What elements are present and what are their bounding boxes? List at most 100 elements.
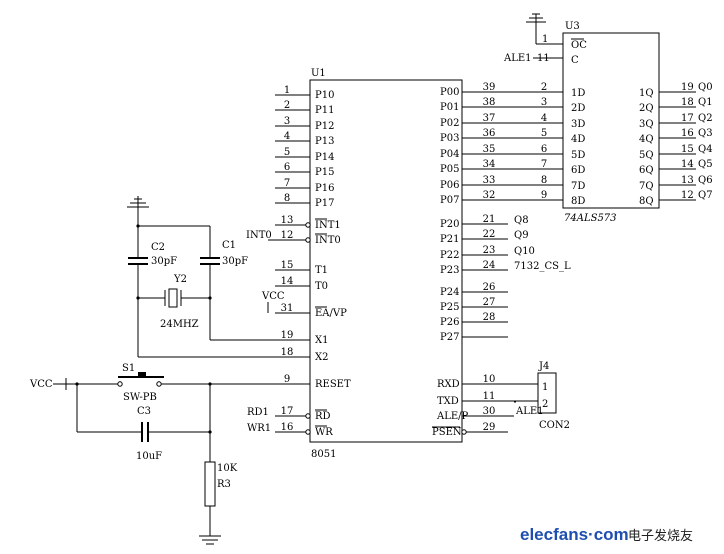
u3-pin-name: 1Q — [639, 88, 654, 99]
u1-pin-name: INT0 — [315, 235, 341, 246]
u3-pin-number: 5 — [541, 128, 547, 139]
u3-q-net: Q2 — [698, 113, 713, 124]
u1-pin-number: 9 — [284, 374, 290, 385]
u1-pin-name: P06 — [440, 180, 459, 191]
u1-pin-number: 1 — [284, 85, 290, 96]
c2-value: 30pF — [151, 256, 177, 267]
u1-pin-name: P13 — [315, 136, 334, 147]
u3-oc-ground: ALE1 — [503, 13, 563, 64]
u1-pin-number: 21 — [483, 214, 496, 225]
u3-pin-number: 8 — [541, 175, 547, 186]
u1-pin-name: P00 — [440, 87, 459, 98]
u1-pin-name: RESET — [315, 379, 351, 390]
u1-pin-number: 26 — [483, 282, 496, 293]
u3-pin-name: 8Q — [639, 196, 654, 207]
wr1-net-label: WR1 — [247, 423, 271, 434]
y2-value: 24MHZ — [160, 319, 199, 330]
u1-pin-number: 7 — [284, 178, 290, 189]
s1-ref: S1 — [122, 363, 135, 374]
u3-q-net: Q0 — [698, 82, 713, 93]
j4-connector: J4 1 2 CON2 ALE1 — [514, 361, 570, 431]
u3-q-net: Q5 — [698, 159, 713, 170]
u1-pin-name: P02 — [440, 118, 459, 129]
j4-body — [537, 372, 557, 414]
s1-value: SW-PB — [123, 392, 157, 403]
u1-pin-number: 16 — [281, 422, 294, 433]
u3-pin-number: 3 — [541, 97, 547, 108]
u1-pin-number: 2 — [284, 100, 290, 111]
u1-pin-name: P04 — [440, 149, 459, 160]
u1-pin-number: 3 — [284, 116, 290, 127]
u3-part: 74ALS573 — [564, 213, 617, 224]
u1-pin-name: EA/VP — [315, 308, 347, 319]
u1-pin-number: 8 — [284, 193, 290, 204]
u1-pin-number: 35 — [483, 144, 496, 155]
u3-pin-name: 3Q — [639, 119, 654, 130]
u1-pin-number: 14 — [281, 276, 294, 287]
u1-pin-number: 22 — [483, 229, 496, 240]
u3-body — [562, 32, 660, 209]
u1-pin-number: 15 — [281, 260, 294, 271]
u1-pin-name: P15 — [315, 167, 334, 178]
u3-pin-number: 17 — [681, 113, 694, 124]
u3-pin-number: 16 — [681, 128, 694, 139]
oscillator-circuit: C2 30pF C1 30pF Y2 24MHZ — [127, 196, 275, 358]
c3-ref: C3 — [137, 406, 151, 417]
u1-pin-number: 30 — [483, 406, 496, 417]
u1-pin-name: WR — [315, 427, 333, 438]
u3-pin-number: 18 — [681, 97, 694, 108]
u1-pin-name: TXD — [437, 396, 459, 407]
u1-pin-number: 19 — [281, 330, 294, 341]
y2-ref: Y2 — [173, 274, 187, 285]
u3-pin-number: 12 — [681, 190, 694, 201]
u3-pin-name: OC — [571, 40, 587, 51]
u1-pin-bubble — [305, 237, 311, 243]
u3-pin-number: 6 — [541, 144, 547, 155]
u3-pin-name: 6Q — [639, 165, 654, 176]
u3-pin-name: 5Q — [639, 150, 654, 161]
left-net-labels: INT0 VCC RD1 WR1 — [246, 230, 285, 434]
u1-pin-number: 6 — [284, 162, 290, 173]
vcc-ea-label: VCC — [261, 291, 285, 302]
u1-pin-number: 34 — [483, 159, 496, 170]
u3-q-net: Q7 — [698, 190, 713, 201]
u3-q-net: Q3 — [698, 128, 713, 139]
u1-pin-name: T1 — [315, 265, 328, 276]
watermark-logo: elecfans·com — [520, 525, 629, 544]
u1-part: 8051 — [311, 449, 336, 460]
u3-pin-number: 19 — [681, 82, 694, 93]
u1-pin-number: 38 — [483, 97, 496, 108]
u3-ale-label: ALE1 — [503, 53, 532, 64]
u3-pin-name: C — [571, 55, 579, 66]
u3-pin-number: 2 — [541, 82, 547, 93]
u1-pin-bubble — [461, 429, 467, 435]
u1-pin-number: 39 — [483, 82, 496, 93]
u1-pin-number: 27 — [483, 297, 496, 308]
u3-pin-name: 5D — [571, 150, 585, 161]
u1-net-label: Q10 — [514, 246, 535, 257]
int0-net-label: INT0 — [246, 230, 272, 241]
u1-pin-name: T0 — [315, 281, 328, 292]
u3-pin-name: 3D — [571, 119, 585, 130]
u1-pin-number: 4 — [284, 131, 290, 142]
u1-pin-name: X2 — [315, 352, 328, 363]
watermark-sub: 电子发烧友 — [628, 528, 693, 544]
u1-pin-number: 12 — [281, 230, 294, 241]
j4-part: CON2 — [539, 420, 570, 431]
u1-pin-name: P12 — [315, 121, 334, 132]
u1-pin-bubble — [305, 222, 311, 228]
u3-pin-number: 13 — [681, 175, 694, 186]
u1-pin-name: P11 — [315, 105, 334, 116]
u1-pin-number: 23 — [483, 245, 496, 256]
u3-pin-number: 7 — [541, 159, 547, 170]
u1-pin-name: RXD — [437, 379, 460, 390]
u1-pin-number: 17 — [281, 406, 294, 417]
c1-ref: C1 — [222, 240, 236, 251]
j4-pin1: 1 — [542, 382, 548, 393]
u3-designator: U3 — [565, 21, 580, 32]
u1-pin-name: P25 — [440, 302, 459, 313]
